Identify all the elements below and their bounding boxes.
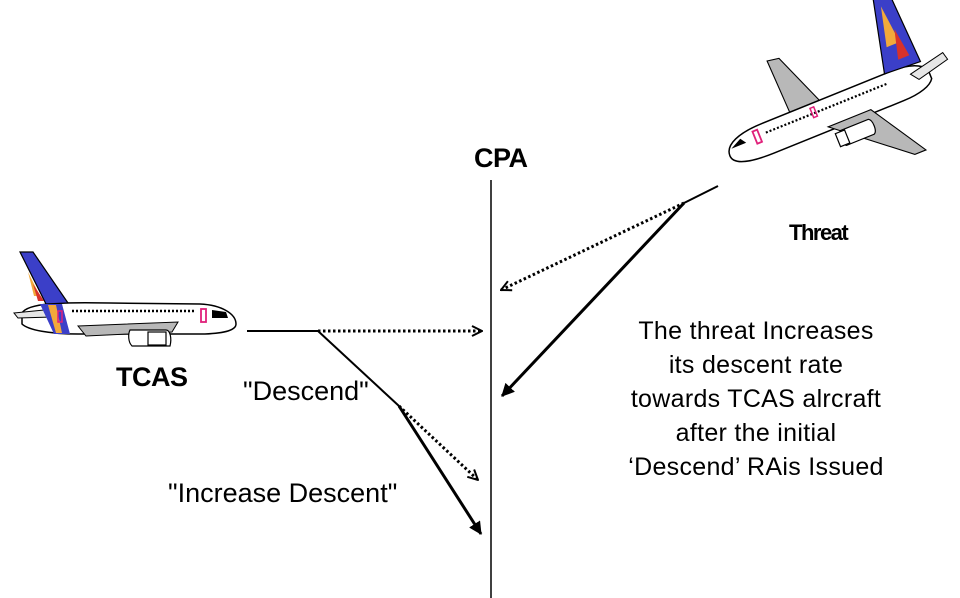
- threat-path: [683, 185, 719, 204]
- threat-increased-descent-arrow: [500, 201, 686, 398]
- tcas-increase-descent-arrow: [397, 405, 483, 535]
- tcas-projected-descend-arrow: [397, 404, 478, 480]
- explanation-line: its descent rate: [668, 351, 844, 379]
- threat-aircraft-icon: [728, 0, 949, 163]
- cpa-label: CPA: [474, 143, 528, 173]
- increase-descent-ra-label: "Increase Descent": [168, 478, 398, 508]
- descend-ra-label: "Descend": [243, 376, 369, 406]
- threat-projected-arrow: [501, 201, 685, 292]
- tcas-label: TCAS: [116, 362, 188, 392]
- explanation-line: towards TCAS alrcraft: [630, 385, 882, 413]
- explanation-line: The threat Increases: [638, 317, 874, 345]
- explanation-line: ‘Descend’ RAis Issued: [628, 453, 884, 481]
- threat-label: Threat: [789, 220, 849, 245]
- tcas-descend-path: [317, 330, 400, 407]
- explanation-text: The threat Increases its descent rate to…: [596, 314, 916, 484]
- explanation-line: after the initial: [675, 419, 837, 447]
- tcas-aircraft-icon: [13, 251, 237, 347]
